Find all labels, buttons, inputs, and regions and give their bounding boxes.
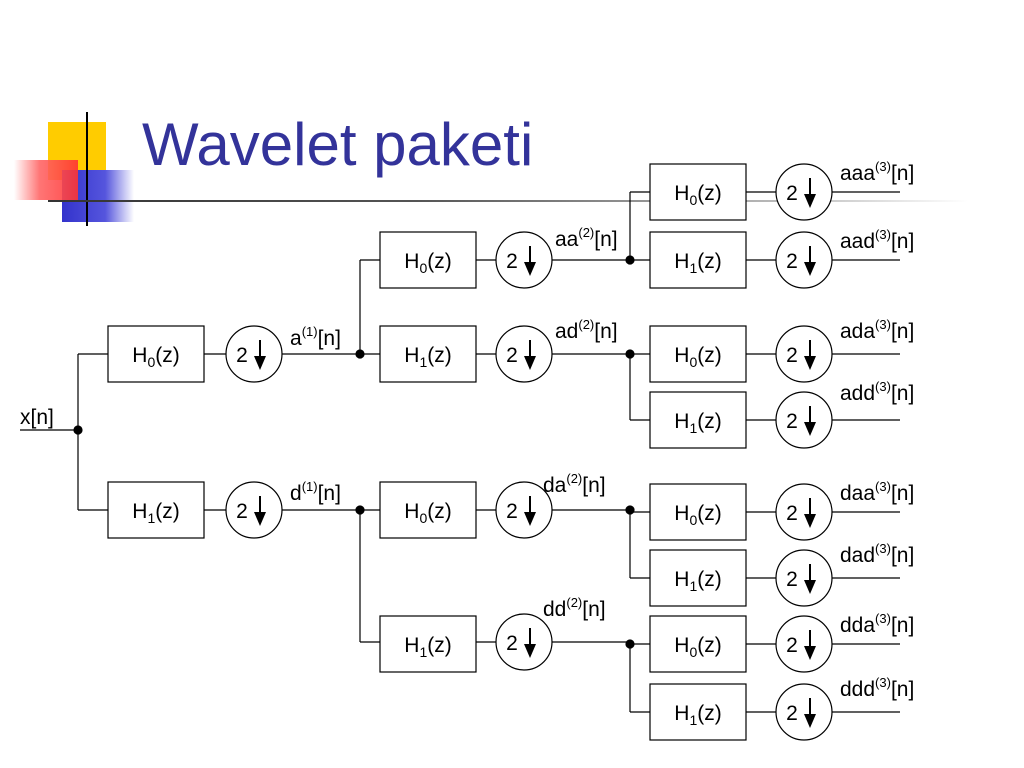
l3-h0-3-label: H0(z) xyxy=(674,634,721,660)
l3-down-dad3-circle xyxy=(775,549,833,607)
l3-down-aaa3-factor: 2 xyxy=(786,182,798,205)
l3-down-ddd3-factor: 2 xyxy=(786,702,798,725)
horizontal-rule xyxy=(48,200,968,202)
l3-h1-1-label: H1(z) xyxy=(674,410,721,436)
l2-down-dd-arrow-head xyxy=(524,644,536,658)
l3-h1-3-label: H1(z) xyxy=(674,702,721,728)
l3-h0-1-label: H0(z) xyxy=(674,344,721,370)
l3-down-aad3-factor: 2 xyxy=(786,250,798,273)
l2-h0-a-box xyxy=(379,231,477,289)
signal-label-dda3: dda(3)[n] xyxy=(840,611,914,637)
l3-h1-3-box xyxy=(649,683,747,741)
l3-h1-0-box xyxy=(649,231,747,289)
l2-down-da-factor: 2 xyxy=(506,500,518,523)
red-square xyxy=(14,160,78,200)
l3-down-ddd3-circle xyxy=(775,683,833,741)
l3-down-aad3-circle xyxy=(775,231,833,289)
signal-label-aa2: aa(2)[n] xyxy=(555,225,618,251)
l1-h1-label: H1(z) xyxy=(132,500,179,526)
l2-down-ad-arrow-head xyxy=(524,356,536,370)
l3-down-add3-arrow-head xyxy=(804,422,816,436)
l2-down-da-arrow-head xyxy=(524,512,536,526)
l1-down-a-factor: 2 xyxy=(236,344,248,367)
l2-h1-a-label: H1(z) xyxy=(404,344,451,370)
l3-h1-0-label: H1(z) xyxy=(674,250,721,276)
signal-label-add3: add(3)[n] xyxy=(840,379,914,405)
l3-h0-0-box xyxy=(649,163,747,221)
l3-down-dda3-circle xyxy=(775,615,833,673)
l2-down-aa-circle xyxy=(495,231,553,289)
l3-h1-2-label: H1(z) xyxy=(674,568,721,594)
l3-down-add3-circle xyxy=(775,391,833,449)
signal-label-ddd3: ddd(3)[n] xyxy=(840,675,914,701)
l3-down-dda3-factor: 2 xyxy=(786,634,798,657)
page-title: Wavelet paketi xyxy=(142,111,534,178)
l1-h0-label: H0(z) xyxy=(132,344,179,370)
signal-label-aaa3: aaa(3)[n] xyxy=(840,159,914,185)
l3-h0-1-box xyxy=(649,325,747,383)
l3-h1-1-box xyxy=(649,391,747,449)
signal-label-ad2: ad(2)[n] xyxy=(555,317,618,343)
input-label: x[n] xyxy=(20,406,54,429)
l2-down-ad-circle xyxy=(495,325,553,383)
l1-down-d-circle xyxy=(225,481,283,539)
l3-down-dda3-arrow-head xyxy=(804,646,816,660)
signal-label-aad3: aad(3)[n] xyxy=(840,227,914,253)
l1-down-a-arrow-head xyxy=(254,356,266,370)
l3-down-aaa3-arrow-head xyxy=(804,194,816,208)
l3-down-dad3-factor: 2 xyxy=(786,568,798,591)
signal-label-dad3: dad(3)[n] xyxy=(840,541,914,567)
l3-down-ada3-arrow-head xyxy=(804,356,816,370)
l1-down-a-circle xyxy=(225,325,283,383)
l2-down-ad-factor: 2 xyxy=(506,344,518,367)
vertical-rule xyxy=(86,112,88,226)
l2-h0-d-label: H0(z) xyxy=(404,500,451,526)
l2-down-dd-circle xyxy=(495,613,553,671)
signal-label-a1: a(1)[n] xyxy=(290,324,341,350)
l2-h1-d-label: H1(z) xyxy=(404,634,451,660)
l2-h1-a-box xyxy=(379,325,477,383)
l2-h0-a-label: H0(z) xyxy=(404,250,451,276)
l3-down-daa3-arrow-head xyxy=(804,514,816,528)
signal-label-d1: d(1)[n] xyxy=(290,479,341,505)
l3-h0-2-box xyxy=(649,483,747,541)
l2-h0-d-box xyxy=(379,481,477,539)
l3-h0-3-box xyxy=(649,615,747,673)
signal-label-dd2: dd(2)[n] xyxy=(543,595,606,621)
l3-h0-2-label: H0(z) xyxy=(674,502,721,528)
l2-down-da-circle xyxy=(495,481,553,539)
l3-h0-0-label: H0(z) xyxy=(674,182,721,208)
l2-h1-d-box xyxy=(379,615,477,673)
l3-down-aaa3-circle xyxy=(775,163,833,221)
l3-down-dad3-arrow-head xyxy=(804,580,816,594)
l1-h0-box xyxy=(107,325,205,383)
l3-down-daa3-factor: 2 xyxy=(786,502,798,525)
signal-label-ada3: ada(3)[n] xyxy=(840,317,914,343)
l1-down-d-factor: 2 xyxy=(236,500,248,523)
l1-h1-box xyxy=(107,481,205,539)
l3-down-aad3-arrow-head xyxy=(804,262,816,276)
l2-down-aa-arrow-head xyxy=(524,262,536,276)
l3-down-ada3-factor: 2 xyxy=(786,344,798,367)
l2-down-aa-factor: 2 xyxy=(506,250,518,273)
l1-down-d-arrow-head xyxy=(254,512,266,526)
signal-label-da2: da(2)[n] xyxy=(543,471,606,497)
l3-down-ddd3-arrow-head xyxy=(804,714,816,728)
l3-down-daa3-circle xyxy=(775,483,833,541)
l2-down-dd-factor: 2 xyxy=(506,632,518,655)
l3-down-ada3-circle xyxy=(775,325,833,383)
l3-h1-2-box xyxy=(649,549,747,607)
signal-label-daa3: daa(3)[n] xyxy=(840,479,914,505)
l3-down-add3-factor: 2 xyxy=(786,410,798,433)
